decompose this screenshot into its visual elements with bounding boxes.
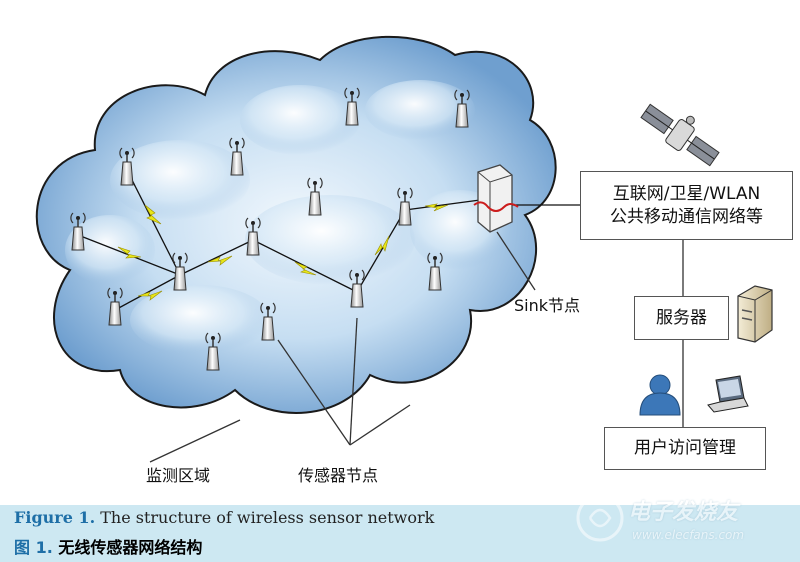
- link-line: [179, 239, 254, 276]
- laptop-icon: [707, 375, 749, 413]
- user-mgmt-label: 用户访问管理: [634, 438, 736, 459]
- sensor-node: [397, 187, 413, 226]
- sensor-nodes-label: 传感器节点: [298, 466, 379, 485]
- callout-line: [349, 317, 358, 446]
- server-label: 服务器: [656, 307, 707, 328]
- callout-line: [349, 404, 411, 446]
- sensor-node: [454, 89, 470, 128]
- link-line: [404, 199, 481, 211]
- caption-english: Figure 1. The structure of wireless sens…: [14, 508, 434, 527]
- watermark-logo-icon: [576, 494, 624, 542]
- caption-en-text: The structure of wireless sensor network: [95, 508, 435, 527]
- link-line: [126, 169, 181, 276]
- sensor-node: [344, 87, 360, 126]
- sensor-node: [229, 137, 245, 176]
- link-line: [114, 274, 181, 311]
- sensor-node: [172, 252, 188, 291]
- sensor-node: [205, 332, 221, 371]
- server-icon: [737, 285, 773, 343]
- sink-node-label: Sink节点: [514, 296, 581, 315]
- internet-label-line1: 互联网/卫星/WLAN: [612, 183, 761, 204]
- watermark-brand: 电子发烧友: [628, 500, 739, 525]
- user-icon: [639, 374, 681, 416]
- caption-chinese: 图 1. 无线传感器网络结构: [14, 534, 202, 558]
- sensor-node: [245, 217, 261, 256]
- backbone-links: [149, 231, 684, 463]
- lightning-icon: [207, 255, 233, 266]
- callout-line: [149, 419, 241, 463]
- user-mgmt-box: 用户访问管理: [604, 427, 766, 470]
- callout-line: [277, 339, 351, 446]
- monitor-area-label: 监测区域: [146, 466, 211, 485]
- lightning-icon: [144, 204, 162, 225]
- sensor-node: [349, 269, 365, 308]
- internet-label-line2: 公共移动通信网络等: [610, 206, 763, 227]
- lightning-icon: [117, 246, 142, 259]
- watermark-url: www.elecfans.com: [632, 528, 745, 542]
- lightning-icon: [137, 290, 163, 301]
- monitoring-area-cloud: [35, 35, 557, 414]
- sensor-node: [260, 302, 276, 341]
- lightning-icon: [374, 235, 390, 256]
- sensor-node: [427, 252, 443, 291]
- server-box: 服务器: [634, 296, 729, 340]
- caption-cn-prefix: 图 1.: [14, 538, 53, 557]
- sensor-nodes: [70, 87, 470, 371]
- satellite-icon: [640, 103, 720, 167]
- link-line: [356, 209, 406, 293]
- sink-node-icon: [473, 164, 519, 233]
- internet-box: 互联网/卫星/WLAN 公共移动通信网络等: [580, 171, 793, 240]
- sensor-node: [70, 212, 86, 251]
- figure-caption: Figure 1. The structure of wireless sens…: [0, 505, 800, 562]
- wsn-diagram: [35, 35, 773, 463]
- sensor-node: [107, 287, 123, 326]
- link-line: [496, 231, 536, 291]
- sensor-node: [119, 147, 135, 186]
- lightning-icon: [294, 261, 317, 276]
- elecfans-watermark: 电子发烧友 www.elecfans.com: [570, 488, 780, 556]
- caption-en-prefix: Figure 1.: [14, 508, 96, 527]
- caption-cn-text: 无线传感器网络结构: [52, 538, 203, 557]
- sensor-node: [307, 177, 323, 216]
- wireless-link-bolts: [117, 203, 449, 301]
- lightning-icon: [424, 203, 449, 212]
